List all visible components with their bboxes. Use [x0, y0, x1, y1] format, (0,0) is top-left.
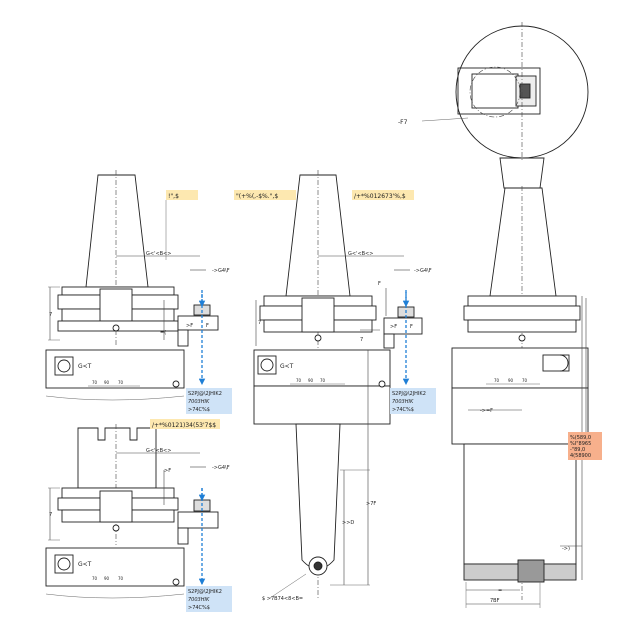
dimension-labels: G<'<B<> ->G4\F >F F 7 =( G<'<B<> ->G4\F …	[49, 251, 570, 604]
svg-text:70: 70	[118, 576, 124, 581]
orange-info-box: %(589,0 %I"8965 -"89,0 4(58900	[568, 432, 602, 460]
svg-text:>74C%$: >74C%$	[188, 605, 210, 611]
svg-text:70: 70	[296, 378, 302, 383]
svg-text:7: 7	[49, 512, 52, 518]
svg-text:F: F	[410, 324, 413, 330]
svg-text:7003HIK: 7003HIK	[392, 399, 414, 405]
svg-text:90: 90	[308, 378, 314, 383]
svg-text:/+*%012673'%,$: /+*%012673'%,$	[354, 193, 406, 200]
svg-text:=: =	[498, 588, 502, 594]
info-box-2: S2PJ@\2JHIK2 7003HIK >74C%$	[390, 388, 436, 414]
svg-text:S2PJ@\2JHIK2: S2PJ@\2JHIK2	[188, 391, 222, 397]
info-box-3: S2PJ@\2JHIK2 7003HIK >74C%$	[186, 586, 232, 612]
svg-text:->G4\F: ->G4\F	[212, 268, 230, 274]
tag-text: !",$	[168, 193, 179, 200]
svg-text:90: 90	[508, 378, 514, 383]
svg-text:70: 70	[92, 380, 98, 385]
svg-text:=(: =(	[160, 330, 166, 336]
view-middle	[253, 170, 423, 600]
marks: G<T G<T G<T 70 90 70 70 90 70 70 90 70 7…	[78, 363, 528, 581]
svg-text:%(589,0: %(589,0	[570, 435, 591, 441]
view-top-left	[45, 170, 219, 401]
svg-text:G<'<B<>: G<'<B<>	[146, 251, 171, 257]
svg-text:>F: >F	[390, 324, 397, 330]
logo-mark: G<T	[78, 363, 92, 370]
svg-text:70: 70	[522, 378, 528, 383]
svg-text:70: 70	[92, 576, 98, 581]
tool-label: $ >7B74<8<B=	[262, 596, 303, 602]
svg-text:F: F	[378, 281, 381, 287]
callout-top-mid-a: "(+%(,-$%.",$	[234, 190, 296, 200]
svg-text:G<T: G<T	[280, 363, 294, 370]
svg-text:7003HIK: 7003HIK	[188, 399, 210, 405]
svg-text:70: 70	[320, 378, 326, 383]
svg-text:S2PJ@\2JHIK2: S2PJ@\2JHIK2	[392, 391, 426, 397]
svg-text:S2PJ@\2JHIK2: S2PJ@\2JHIK2	[188, 589, 222, 595]
svg-text:G<'<B<>: G<'<B<>	[348, 251, 373, 257]
svg-text:G<'<B<>: G<'<B<>	[146, 448, 171, 454]
svg-text:90: 90	[104, 576, 110, 581]
svg-text:7003HIK: 7003HIK	[188, 597, 210, 603]
svg-text:7BF: 7BF	[490, 598, 500, 604]
svg-text:G<T: G<T	[78, 561, 92, 568]
svg-text:90: 90	[104, 380, 110, 385]
detail-label: -F7	[398, 119, 408, 126]
svg-text:/+*%0121)34(53'7$$: /+*%0121)34(53'7$$	[152, 422, 216, 429]
svg-text:->G4\F: ->G4\F	[212, 465, 230, 471]
svg-text:4(58900: 4(58900	[570, 453, 591, 459]
svg-text:>F: >F	[186, 323, 193, 329]
svg-text:70: 70	[118, 380, 124, 385]
svg-text:-"89,0: -"89,0	[570, 447, 585, 453]
svg-text:>74C%$: >74C%$	[392, 407, 414, 413]
svg-text:%I"8965: %I"8965	[570, 441, 591, 447]
svg-text:>>D: >>D	[342, 520, 354, 526]
svg-text:"(+%(,-$%.",$: "(+%(,-$%.",$	[236, 193, 278, 200]
svg-text:F: F	[206, 323, 209, 329]
view-lower-left	[45, 424, 219, 599]
svg-text:7: 7	[49, 312, 52, 318]
svg-text:7: 7	[258, 320, 261, 326]
svg-text:->): ->)	[562, 546, 570, 552]
callout-top-mid-b: /+*%012673'%,$	[352, 190, 414, 200]
svg-text:>7F: >7F	[366, 501, 376, 507]
svg-text:70: 70	[494, 378, 500, 383]
view-right	[421, 22, 589, 608]
svg-text:7: 7	[360, 337, 363, 343]
callout-top-left: !",$	[166, 190, 198, 200]
callout-lower-left: /+*%0121)34(53'7$$	[150, 419, 220, 429]
svg-text:->=F: ->=F	[480, 408, 493, 414]
info-box-1: S2PJ@\2JHIK2 7003HIK >74C%$	[186, 388, 232, 414]
svg-text:->G4\F: ->G4\F	[414, 268, 432, 274]
svg-text:>74C%$: >74C%$	[188, 407, 210, 413]
svg-text:>F: >F	[164, 468, 171, 474]
